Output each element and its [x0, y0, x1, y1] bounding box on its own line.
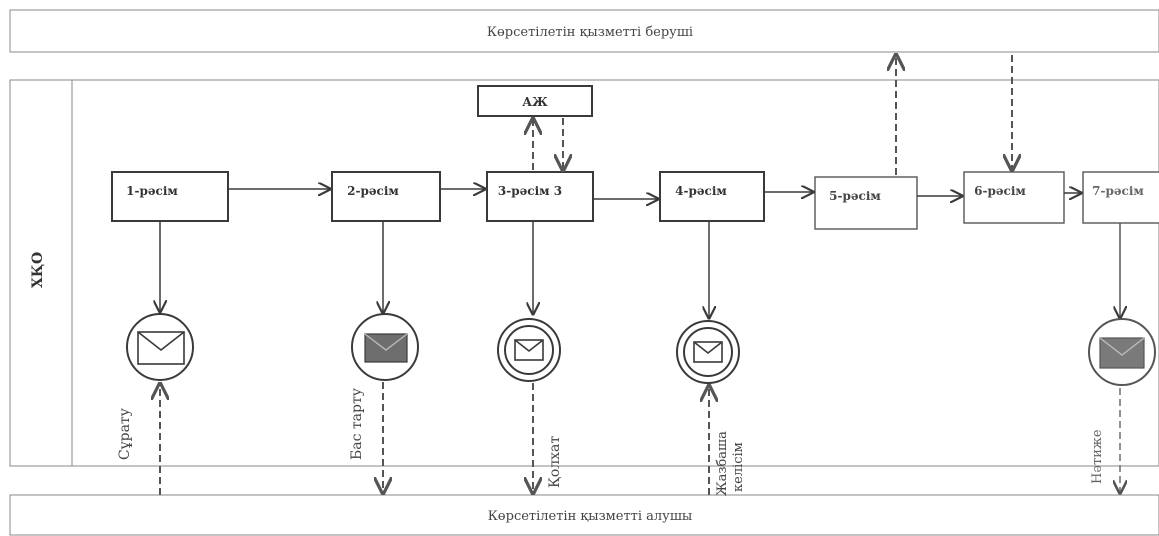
label-receipt: Қолхат	[547, 436, 563, 488]
box-step-5	[814, 176, 918, 230]
box-step-7	[1082, 171, 1159, 224]
envelope-filled-icon	[1099, 337, 1145, 369]
event-refusal	[351, 313, 419, 381]
lane-top	[9, 9, 1159, 53]
label-request: Сұрату	[117, 407, 133, 460]
box-step-3-label: 3-рәсім 3	[498, 184, 562, 198]
lane-middle	[9, 79, 1159, 467]
box-step-2-label: 2-рәсім	[347, 184, 399, 198]
event-result	[1088, 318, 1156, 386]
box-step-1	[111, 171, 229, 222]
box-step-5-label: 5-рәсім	[829, 189, 881, 203]
lane-bottom	[9, 494, 1159, 536]
box-step-3	[486, 171, 594, 222]
label-written-consent-line2: келісім	[731, 442, 746, 492]
envelope-icon	[514, 339, 544, 361]
box-aj	[477, 85, 593, 117]
event-request	[126, 313, 194, 381]
label-written-consent-line1: Жазбаша	[715, 431, 730, 496]
box-step-6	[963, 171, 1065, 224]
box-aj-label: АЖ	[522, 95, 548, 109]
box-step-4-label: 4-рәсім	[675, 184, 727, 198]
lane-top-label: Көрсетілетін қызметті беруші	[487, 25, 693, 40]
event-written-consent	[676, 320, 740, 384]
lane-side-label: ХҚО	[30, 252, 46, 288]
box-step-7-label: 7-рәсім	[1092, 184, 1144, 198]
box-step-6-label: 6-рәсім	[974, 184, 1026, 198]
box-step-1-label: 1-рәсім	[126, 184, 178, 198]
envelope-filled-icon	[364, 333, 408, 363]
lane-bottom-label: Көрсетілетін қызметті алушы	[488, 509, 693, 524]
label-refusal: Бас тарту	[349, 387, 365, 460]
box-step-2	[331, 171, 441, 222]
box-step-4	[659, 171, 765, 222]
envelope-icon	[137, 331, 185, 365]
envelope-icon	[693, 341, 723, 363]
event-receipt	[497, 318, 561, 382]
label-result: Нәтиже	[1090, 429, 1105, 484]
